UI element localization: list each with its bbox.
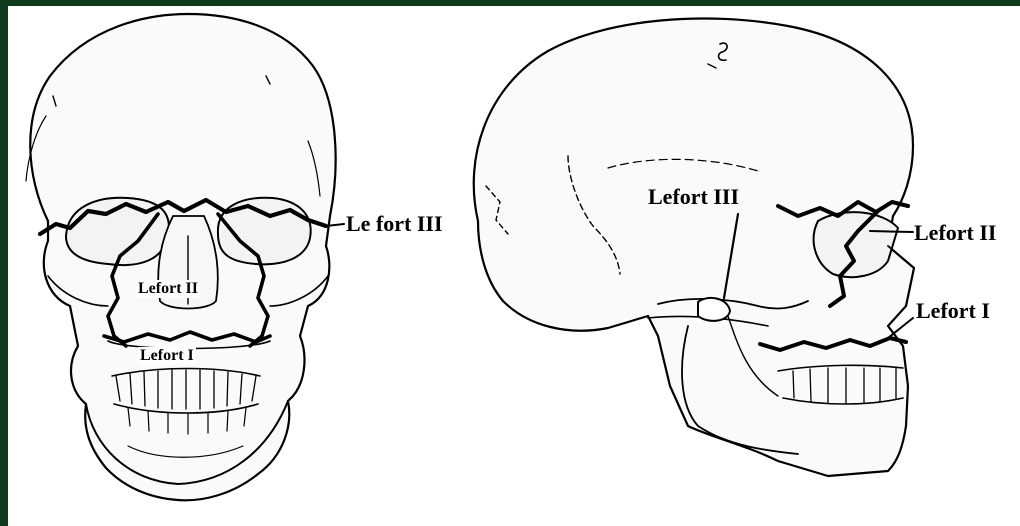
front-lefort2-label: Lefort II	[136, 280, 200, 298]
front-lefort3-label: Le fort III	[346, 213, 443, 235]
front-skull	[26, 14, 344, 500]
side-condyle	[698, 298, 730, 321]
skull-illustrations	[8, 6, 1020, 526]
side-skull	[474, 18, 914, 476]
side-lefort3-label: Lefort III	[648, 186, 739, 208]
diagram-frame: Le fort III Lefort II Lefort I Lefort II…	[8, 6, 1020, 526]
side-lefort2-label: Lefort II	[914, 222, 996, 244]
side-lefort1-label: Lefort I	[916, 300, 990, 322]
side-lefort2-pointer	[870, 231, 913, 232]
front-lefort1-label: Lefort I	[138, 347, 196, 365]
